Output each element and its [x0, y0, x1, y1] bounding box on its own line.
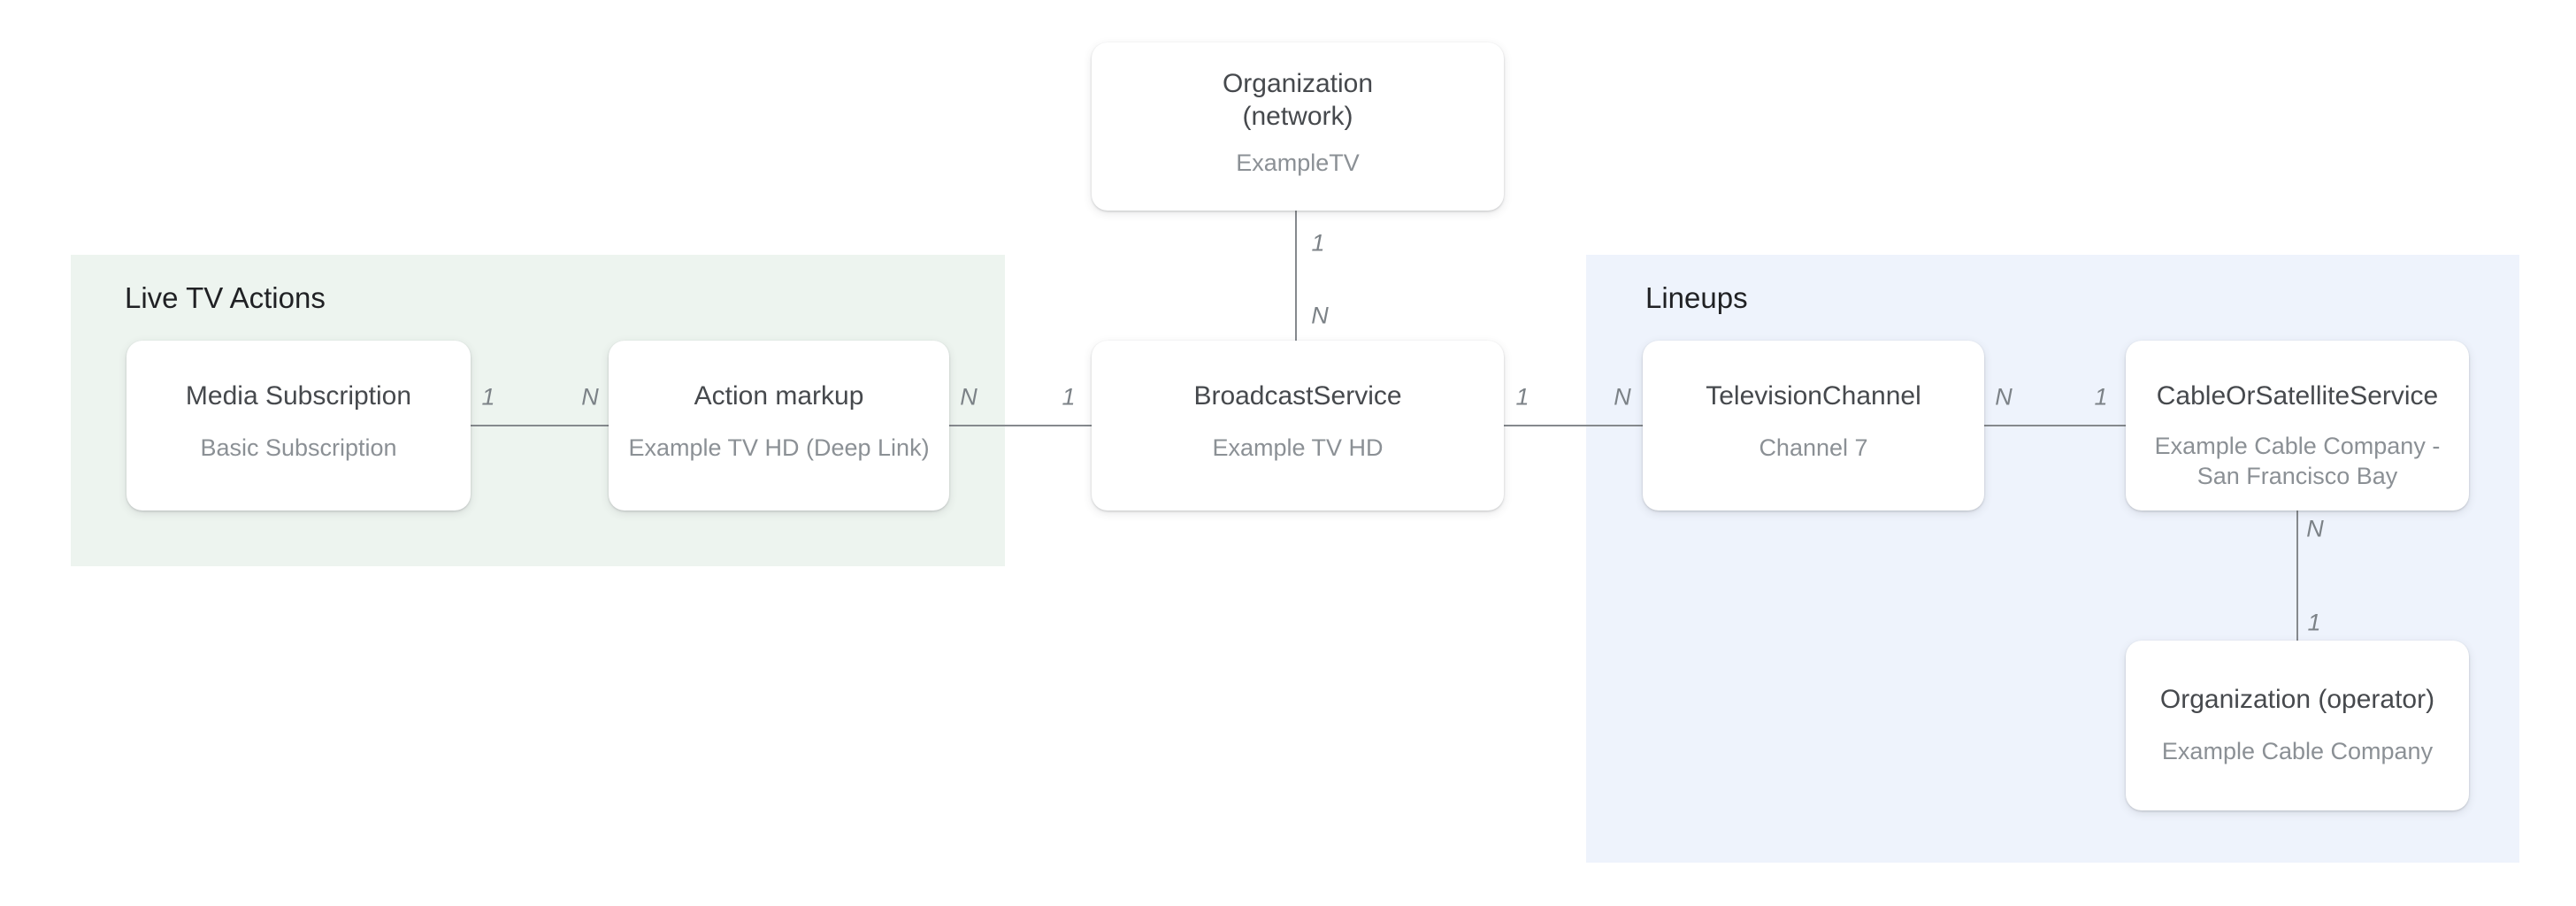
edge-org-network-to-broadcast-service: [1295, 211, 1297, 341]
cardinality-tv-cable-left: N: [1995, 383, 2012, 411]
node-subtitle: Channel 7: [1759, 434, 1868, 461]
cardinality-action-broadcast-right: 1: [1062, 383, 1076, 411]
cardinality-media-action-left: 1: [481, 383, 495, 411]
node-title: Organization (operator): [2159, 685, 2435, 714]
cardinality-media-action-right: N: [581, 383, 599, 411]
node-cable-or-satellite-service: CableOrSatelliteService Example Cable Co…: [2126, 341, 2469, 511]
node-media-subscription: Media Subscription Basic Subscription: [126, 341, 471, 511]
node-organization-operator: Organization (operator) Example Cable Co…: [2126, 641, 2469, 810]
cardinality-cable-operator-top: N: [2306, 515, 2324, 542]
node-subtitle: ExampleTV: [1236, 150, 1360, 176]
edge-cable-service-to-org-operator: [2296, 511, 2298, 641]
node-title: Action markup: [694, 381, 864, 411]
node-title: BroadcastService: [1193, 381, 1402, 411]
cardinality-cable-operator-bottom: 1: [2307, 609, 2321, 636]
node-title: Organization (network): [1222, 69, 1374, 131]
cardinality-tv-cable-right: 1: [2094, 383, 2108, 411]
cardinality-broadcast-tv-right: N: [1614, 383, 1631, 411]
node-subtitle: Example TV HD (Deep Link): [628, 434, 930, 461]
node-subtitle: Example Cable Company - San Francisco Ba…: [2154, 433, 2441, 489]
section-lineups-title: Lineups: [1645, 281, 1748, 314]
edge-television-channel-to-cable-service: [1984, 425, 2126, 426]
cardinality-broadcast-tv-left: 1: [1515, 383, 1530, 411]
node-subtitle: Basic Subscription: [200, 434, 397, 461]
cardinality-action-broadcast-left: N: [960, 383, 978, 411]
node-television-channel: TelevisionChannel Channel 7: [1643, 341, 1984, 511]
node-subtitle: Example Cable Company: [2161, 738, 2434, 764]
edge-media-subscription-to-action-markup: [471, 425, 609, 426]
node-action-markup: Action markup Example TV HD (Deep Link): [609, 341, 949, 511]
section-live-tv-actions-title: Live TV Actions: [125, 281, 326, 314]
node-title: Media Subscription: [185, 381, 412, 411]
node-subtitle: Example TV HD: [1212, 434, 1384, 461]
node-organization-network: Organization (network) ExampleTV: [1092, 42, 1504, 211]
node-title: CableOrSatelliteService: [2156, 381, 2439, 411]
cardinality-network-broadcast-bottom: N: [1311, 302, 1329, 329]
edge-broadcast-service-to-television-channel: [1504, 425, 1643, 426]
node-title: TelevisionChannel: [1706, 381, 1921, 411]
edge-action-markup-to-broadcast-service: [949, 425, 1092, 426]
cardinality-network-broadcast-top: 1: [1311, 229, 1325, 257]
node-broadcast-service: BroadcastService Example TV HD: [1092, 341, 1504, 511]
